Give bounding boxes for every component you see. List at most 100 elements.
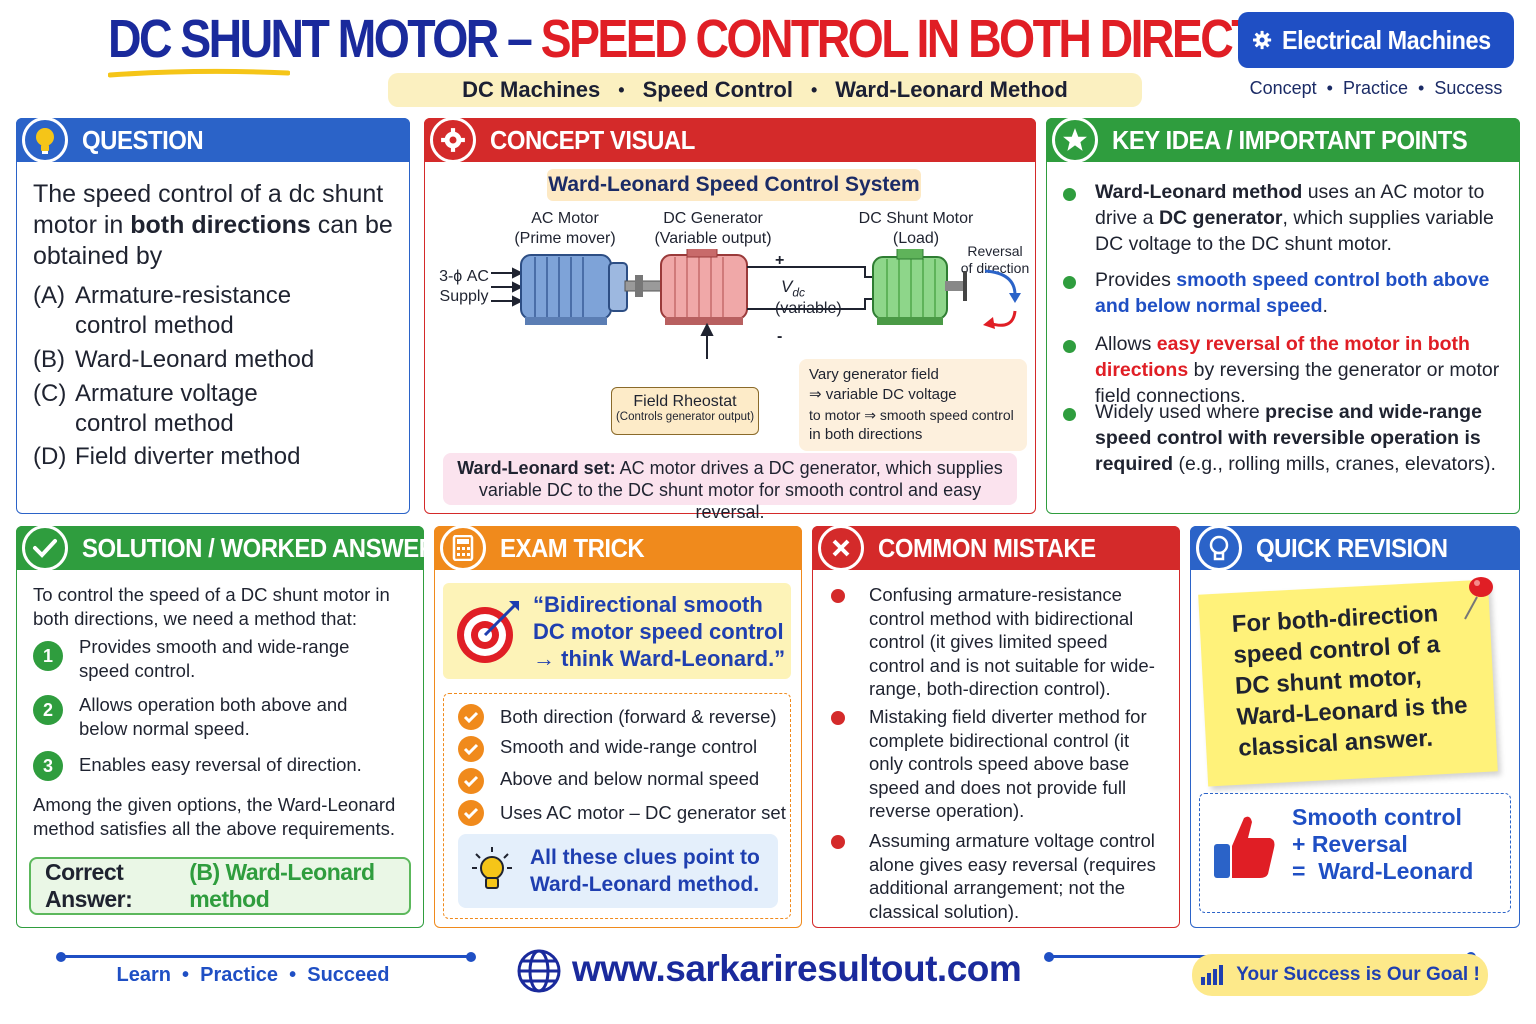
key-point-2: Provides smooth speed control both above… xyxy=(1063,267,1513,319)
check-icon xyxy=(458,768,484,794)
bar-chart-icon xyxy=(1201,965,1224,985)
clue-2: Smooth and wide-range control xyxy=(500,736,758,757)
solution-header: SOLUTION / WORKED ANSWER xyxy=(16,525,436,571)
correct-answer-box: Correct Answer:(B) Ward-Leonard method xyxy=(29,857,411,915)
ward-leonard-diagram xyxy=(491,249,1021,359)
key-idea-panel: KEY IDEA / IMPORTANT POINTS Ward-Leonard… xyxy=(1046,117,1520,514)
minus-sign: - xyxy=(777,328,783,345)
gear-icon xyxy=(1253,30,1272,50)
topic-tags: DC Machines • Speed Control • Ward-Leona… xyxy=(388,73,1142,107)
question-header: QUESTION xyxy=(16,117,410,163)
vary-field-note: Vary generator field ⇒ variable DC volta… xyxy=(799,359,1027,451)
option-b[interactable]: (B)Ward-Leonard method xyxy=(33,346,315,373)
mistake-1: Confusing armature-resistance control me… xyxy=(829,583,1159,701)
gear-icon xyxy=(430,117,476,163)
lightbulb-icon xyxy=(22,117,68,163)
brand-label: Electrical Machines xyxy=(1282,24,1491,55)
brand-tagline: Concept • Practice • Success xyxy=(1249,78,1503,98)
rheostat-link xyxy=(700,322,714,359)
target-icon xyxy=(457,601,519,663)
footer-dot xyxy=(1044,952,1054,962)
question-heading: QUESTION xyxy=(82,124,204,155)
vdc-label: Vdc xyxy=(781,277,806,300)
title-underline xyxy=(108,68,290,78)
dc-link-wires xyxy=(747,266,873,310)
trick-callout: “Bidirectional smooth DC motor speed con… xyxy=(443,583,791,679)
lightbulb-icon xyxy=(472,847,512,889)
field-rheostat: Field Rheostat (Controls generator outpu… xyxy=(611,387,759,435)
mistake-3: Assuming armature voltage control alone … xyxy=(829,829,1159,923)
dc-motor-label: DC Shunt Motor(Load) xyxy=(858,210,974,247)
quick-revision-header: QUICK REVISION xyxy=(1190,525,1520,571)
step-text-3: Enables easy reversal of direction. xyxy=(79,754,362,775)
step-text-2: Allows operation both above and below no… xyxy=(79,694,348,739)
page-title: DC SHUNT MOTOR – SPEED CONTROL IN BOTH D… xyxy=(108,8,1363,70)
ac-motor-drawing xyxy=(520,254,628,325)
checkmark-icon xyxy=(22,525,68,571)
dc-generator-drawing xyxy=(660,249,748,325)
key-point-3: Allows easy reversal of the motor in bot… xyxy=(1063,331,1513,409)
key-idea-header: KEY IDEA / IMPORTANT POINTS xyxy=(1046,117,1520,163)
concept-heading: CONCEPT VISUAL xyxy=(490,124,695,155)
footer-motto: Learn • Practice • Succeed xyxy=(116,964,390,986)
step-text-1: Provides smooth and wide-range speed con… xyxy=(79,636,350,681)
solution-heading: SOLUTION / WORKED ANSWER xyxy=(82,532,436,563)
close-icon xyxy=(818,525,864,571)
check-icon xyxy=(458,736,484,762)
clue-4: Uses AC motor – DC generator set xyxy=(500,802,786,823)
tag-separator: • xyxy=(618,79,625,100)
solution-conclusion: Among the given options, the Ward-Leonar… xyxy=(33,794,396,839)
title-part-2: SPEED CONTROL IN BOTH DIRECTIONS xyxy=(540,9,1363,69)
ward-leonard-summary: Ward-Leonard set: AC motor drives a DC g… xyxy=(443,453,1017,522)
option-d[interactable]: (D)Field diverter method xyxy=(33,443,301,470)
ac-motor-label: AC Motor(Prime mover) xyxy=(514,210,616,247)
trick-quote: “Bidirectional smooth DC motor speed con… xyxy=(533,592,786,671)
common-mistake-header: COMMON MISTAKE xyxy=(812,525,1180,571)
step-number-1: 1 xyxy=(33,641,63,671)
quick-revision-panel: QUICK REVISION For both-direction speed … xyxy=(1190,525,1520,928)
solution-intro: To control the speed of a DC shunt motor… xyxy=(33,584,390,629)
exam-trick-panel: EXAM TRICK “Bidirectional smooth DC moto… xyxy=(434,525,802,928)
concept-panel: CONCEPT VISUAL Ward-Leonard Speed Contro… xyxy=(424,117,1036,522)
revision-summary-box: Smooth control + Reversal = Ward-Leonard xyxy=(1199,793,1511,913)
mistake-2: Mistaking field diverter method for comp… xyxy=(829,705,1159,823)
website-link[interactable]: www.sarkariresultout.com xyxy=(572,948,1022,989)
footer-dot xyxy=(466,952,476,962)
clue-list: Both direction (forward & reverse) Smoot… xyxy=(443,693,791,919)
hint-box: All these clues point to Ward-Leonard me… xyxy=(458,834,778,908)
step-number-2: 2 xyxy=(33,695,63,725)
footer-line-left xyxy=(62,955,472,958)
key-point-4: Widely used where precise and wide-range… xyxy=(1063,399,1513,477)
reversal-arrows-icon xyxy=(983,269,1021,329)
success-text: Your Success is Our Goal ! xyxy=(1236,964,1480,985)
plus-sign: + xyxy=(775,252,785,269)
success-badge: Your Success is Our Goal ! xyxy=(1192,954,1488,996)
key-point-1: Ward-Leonard method uses an AC motor to … xyxy=(1063,179,1513,257)
thumbs-up-icon xyxy=(1214,816,1275,878)
concept-header: CONCEPT VISUAL xyxy=(424,117,1036,163)
clue-3: Above and below normal speed xyxy=(500,768,760,789)
key-idea-heading: KEY IDEA / IMPORTANT POINTS xyxy=(1112,124,1468,155)
tag-separator: • xyxy=(810,79,818,100)
dc-motor-drawing xyxy=(872,249,967,325)
tag-ward-leonard: Ward-Leonard Method xyxy=(835,77,1068,102)
tag-speed-control: Speed Control xyxy=(642,77,793,102)
common-mistake-panel: COMMON MISTAKE Confusing armature-resist… xyxy=(812,525,1180,928)
star-icon xyxy=(1052,117,1098,163)
footer-dot xyxy=(56,952,66,962)
check-icon xyxy=(458,800,484,826)
globe-icon xyxy=(517,949,561,993)
dc-generator-label: DC Generator(Variable output) xyxy=(654,210,772,247)
pushpin-icon xyxy=(1464,577,1493,620)
quick-revision-heading: QUICK REVISION xyxy=(1256,532,1448,563)
common-mistake-heading: COMMON MISTAKE xyxy=(878,532,1096,563)
sticky-note-text: For both-direction speed control of a DC… xyxy=(1231,600,1469,762)
exam-trick-heading: EXAM TRICK xyxy=(500,532,645,563)
step-number-3: 3 xyxy=(33,751,63,781)
question-stem: The speed control of a dc shunt motor in… xyxy=(33,180,393,270)
check-icon xyxy=(458,704,484,730)
